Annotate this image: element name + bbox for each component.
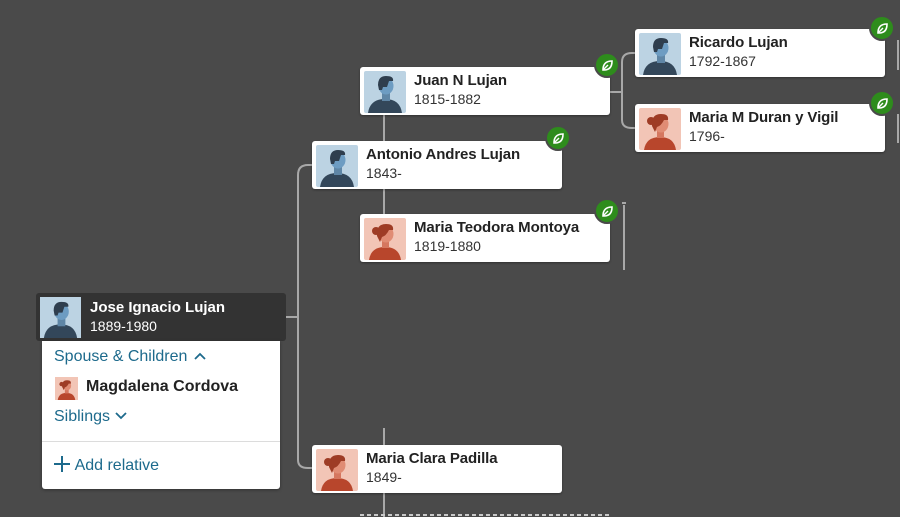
person-name: Ricardo Lujan — [689, 34, 788, 51]
focus-person-name: Jose Ignacio Lujan — [90, 299, 226, 316]
male-avatar-icon — [316, 145, 358, 187]
add-relative-button[interactable]: Add relative — [53, 455, 159, 475]
record-hint-leaf-icon[interactable] — [545, 125, 571, 151]
person-name: Maria Clara Padilla — [366, 450, 498, 467]
add-relative-label: Add relative — [74, 457, 160, 474]
spouse-name[interactable]: Magdalena Cordova — [86, 378, 239, 395]
record-hint-leaf-icon[interactable] — [594, 52, 620, 78]
record-hint-leaf-icon[interactable] — [594, 198, 620, 224]
siblings-toggle[interactable]: Siblings — [54, 408, 128, 426]
female-avatar-icon — [55, 377, 78, 400]
female-avatar-icon — [316, 449, 358, 491]
female-avatar-icon — [639, 108, 681, 150]
person-card-maria-clara-padilla[interactable]: Maria Clara Padilla 1849- — [312, 445, 562, 493]
person-name: Antonio Andres Lujan — [366, 146, 521, 163]
chevron-up-icon — [194, 352, 206, 360]
plus-icon — [54, 456, 70, 472]
person-dates: 1819-1880 — [414, 238, 481, 254]
record-hint-leaf-icon[interactable] — [869, 90, 895, 116]
chevron-down-icon — [115, 412, 128, 420]
person-name: Maria Teodora Montoya — [414, 219, 580, 236]
person-card-juan-n-lujan[interactable]: Juan N Lujan 1815-1882 — [360, 67, 610, 115]
person-dates: 1815-1882 — [414, 91, 481, 107]
panel-divider — [42, 441, 280, 442]
focus-person-card[interactable]: Jose Ignacio Lujan 1889-1980 — [36, 293, 286, 341]
person-dates: 1849- — [366, 469, 402, 485]
record-hint-leaf-icon[interactable] — [869, 15, 895, 41]
family-panel: Spouse & Children Magdalena Cordova Sibl… — [42, 341, 280, 489]
male-avatar-icon — [639, 33, 681, 75]
spouse-children-toggle[interactable]: Spouse & Children — [54, 348, 207, 366]
person-name: Maria M Duran y Vigil — [689, 109, 839, 126]
siblings-label: Siblings — [54, 408, 111, 425]
person-card-ricardo-lujan[interactable]: Ricardo Lujan 1792-1867 — [635, 29, 885, 77]
female-avatar-icon — [364, 218, 406, 260]
person-card-maria-teodora-montoya[interactable]: Maria Teodora Montoya 1819-1880 — [360, 214, 610, 262]
person-dates: 1796- — [689, 128, 725, 144]
person-dates: 1792-1867 — [689, 53, 756, 69]
male-avatar-icon — [364, 71, 406, 113]
person-card-maria-m-duran-y-vigil[interactable]: Maria M Duran y Vigil 1796- — [635, 104, 885, 152]
focus-person-dates: 1889-1980 — [90, 318, 157, 334]
male-avatar-icon — [40, 297, 81, 338]
person-dates: 1843- — [366, 165, 402, 181]
person-name: Juan N Lujan — [414, 72, 507, 89]
person-card-antonio-andres-lujan[interactable]: Antonio Andres Lujan 1843- — [312, 141, 562, 189]
spouse-children-label: Spouse & Children — [54, 348, 188, 365]
